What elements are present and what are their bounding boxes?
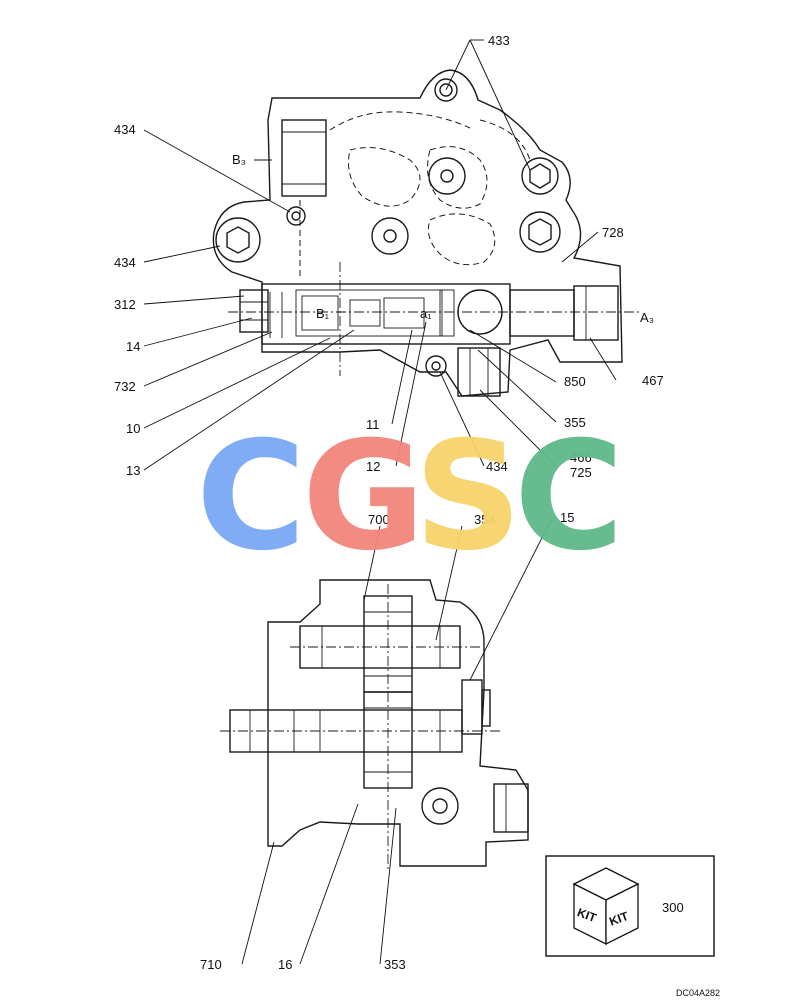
callout-728: 728 [602, 225, 624, 240]
port-label-a3: A₃ [640, 310, 654, 325]
callout-354: 354 [474, 512, 496, 527]
callout-433: 433 [488, 33, 510, 48]
callout-11: 11 [366, 417, 380, 432]
callout-732: 732 [114, 379, 136, 394]
drawing-code: DC04A282 [676, 988, 720, 998]
hex-bolt-left [215, 217, 261, 263]
callout-353: 353 [384, 957, 406, 972]
callout-12: 12 [366, 459, 380, 474]
port-label-b3: B₃ [232, 152, 246, 167]
watermark-letter-2: G [302, 410, 425, 584]
upper-pump-body [212, 69, 640, 397]
callout-434-bottom: 434 [486, 459, 508, 474]
leader-lines [143, 39, 617, 965]
callout-710: 710 [200, 957, 222, 972]
callout-14: 14 [126, 339, 140, 354]
callout-850: 850 [564, 374, 586, 389]
watermark-logo: C G S C [196, 410, 624, 584]
port-label-b1: B₁ [316, 306, 330, 321]
callout-10: 10 [126, 421, 140, 436]
callout-13: 13 [126, 463, 140, 478]
watermark-letter-1: C [196, 410, 306, 584]
callout-15: 15 [560, 510, 574, 525]
kit-face-right: KIT [607, 909, 631, 929]
callout-467: 467 [642, 373, 664, 388]
callout-725: 725 [570, 465, 592, 480]
callout-355: 355 [564, 415, 586, 430]
callout-434-top: 434 [114, 122, 136, 137]
kit-cube-icon: KIT KIT [572, 867, 640, 946]
callout-16: 16 [278, 957, 292, 972]
callouts: 433 434 434 312 14 732 10 13 11 12 434 7… [114, 33, 664, 972]
lower-gear-pump [220, 579, 529, 870]
callout-466: 466 [570, 450, 592, 465]
callout-700: 700 [368, 512, 390, 527]
callout-312: 312 [114, 297, 136, 312]
watermark-letter-4: C [514, 410, 624, 584]
hex-bolt-mid-right [519, 211, 561, 253]
watermark-letter-3: S [414, 410, 522, 584]
kit-part-number: 300 [662, 900, 684, 915]
port-label-a1: a₁ [420, 306, 432, 321]
callout-434-left: 434 [114, 255, 136, 270]
kit-face-left: KIT [575, 905, 599, 925]
kit-box: KIT KIT 300 [545, 855, 715, 957]
